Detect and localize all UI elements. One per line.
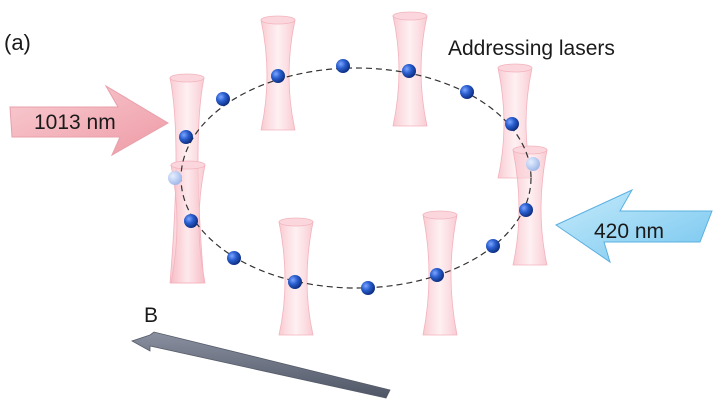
magnetic-field-label: B [144, 304, 158, 327]
laser-beam-top-6 [512, 145, 548, 155]
atom-11 [288, 275, 302, 289]
addressing-lasers-label: Addressing lasers [448, 37, 615, 60]
atom-12 [227, 251, 241, 265]
laser-beam-top-5 [497, 63, 533, 73]
laser-beam-top-1 [169, 73, 205, 83]
atom-8 [486, 239, 500, 253]
atom-10 [361, 281, 375, 295]
trapped-atoms [168, 59, 540, 295]
addressing-laser-beams [169, 11, 548, 336]
atom-1 [271, 69, 285, 83]
laser-beam-top-3 [260, 15, 296, 25]
arrow-1013nm-label: 1013 nm [34, 111, 116, 134]
magnetic-field-arrow: B [131, 304, 391, 399]
atom-16 [216, 92, 230, 106]
atom-14 [168, 171, 182, 185]
arrow-420nm-label: 420 nm [594, 220, 664, 243]
atom-2 [336, 59, 350, 73]
atom-6 [526, 157, 540, 171]
laser-beam-top-4 [392, 11, 428, 21]
arrow-420nm: 420 nm [554, 188, 713, 264]
atom-4 [460, 85, 474, 99]
atom-3 [402, 64, 416, 78]
atom-5 [505, 117, 519, 131]
atom-15 [179, 130, 193, 144]
laser-beam-top-8 [422, 210, 458, 220]
atom-9 [430, 268, 444, 282]
atom-7 [519, 203, 533, 217]
laser-beam-top-2 [170, 160, 206, 170]
atom-13 [184, 214, 198, 228]
panel-label: (a) [4, 30, 31, 55]
arrow-1013nm: 1013 nm [9, 84, 169, 157]
laser-beam-top-7 [278, 217, 314, 227]
